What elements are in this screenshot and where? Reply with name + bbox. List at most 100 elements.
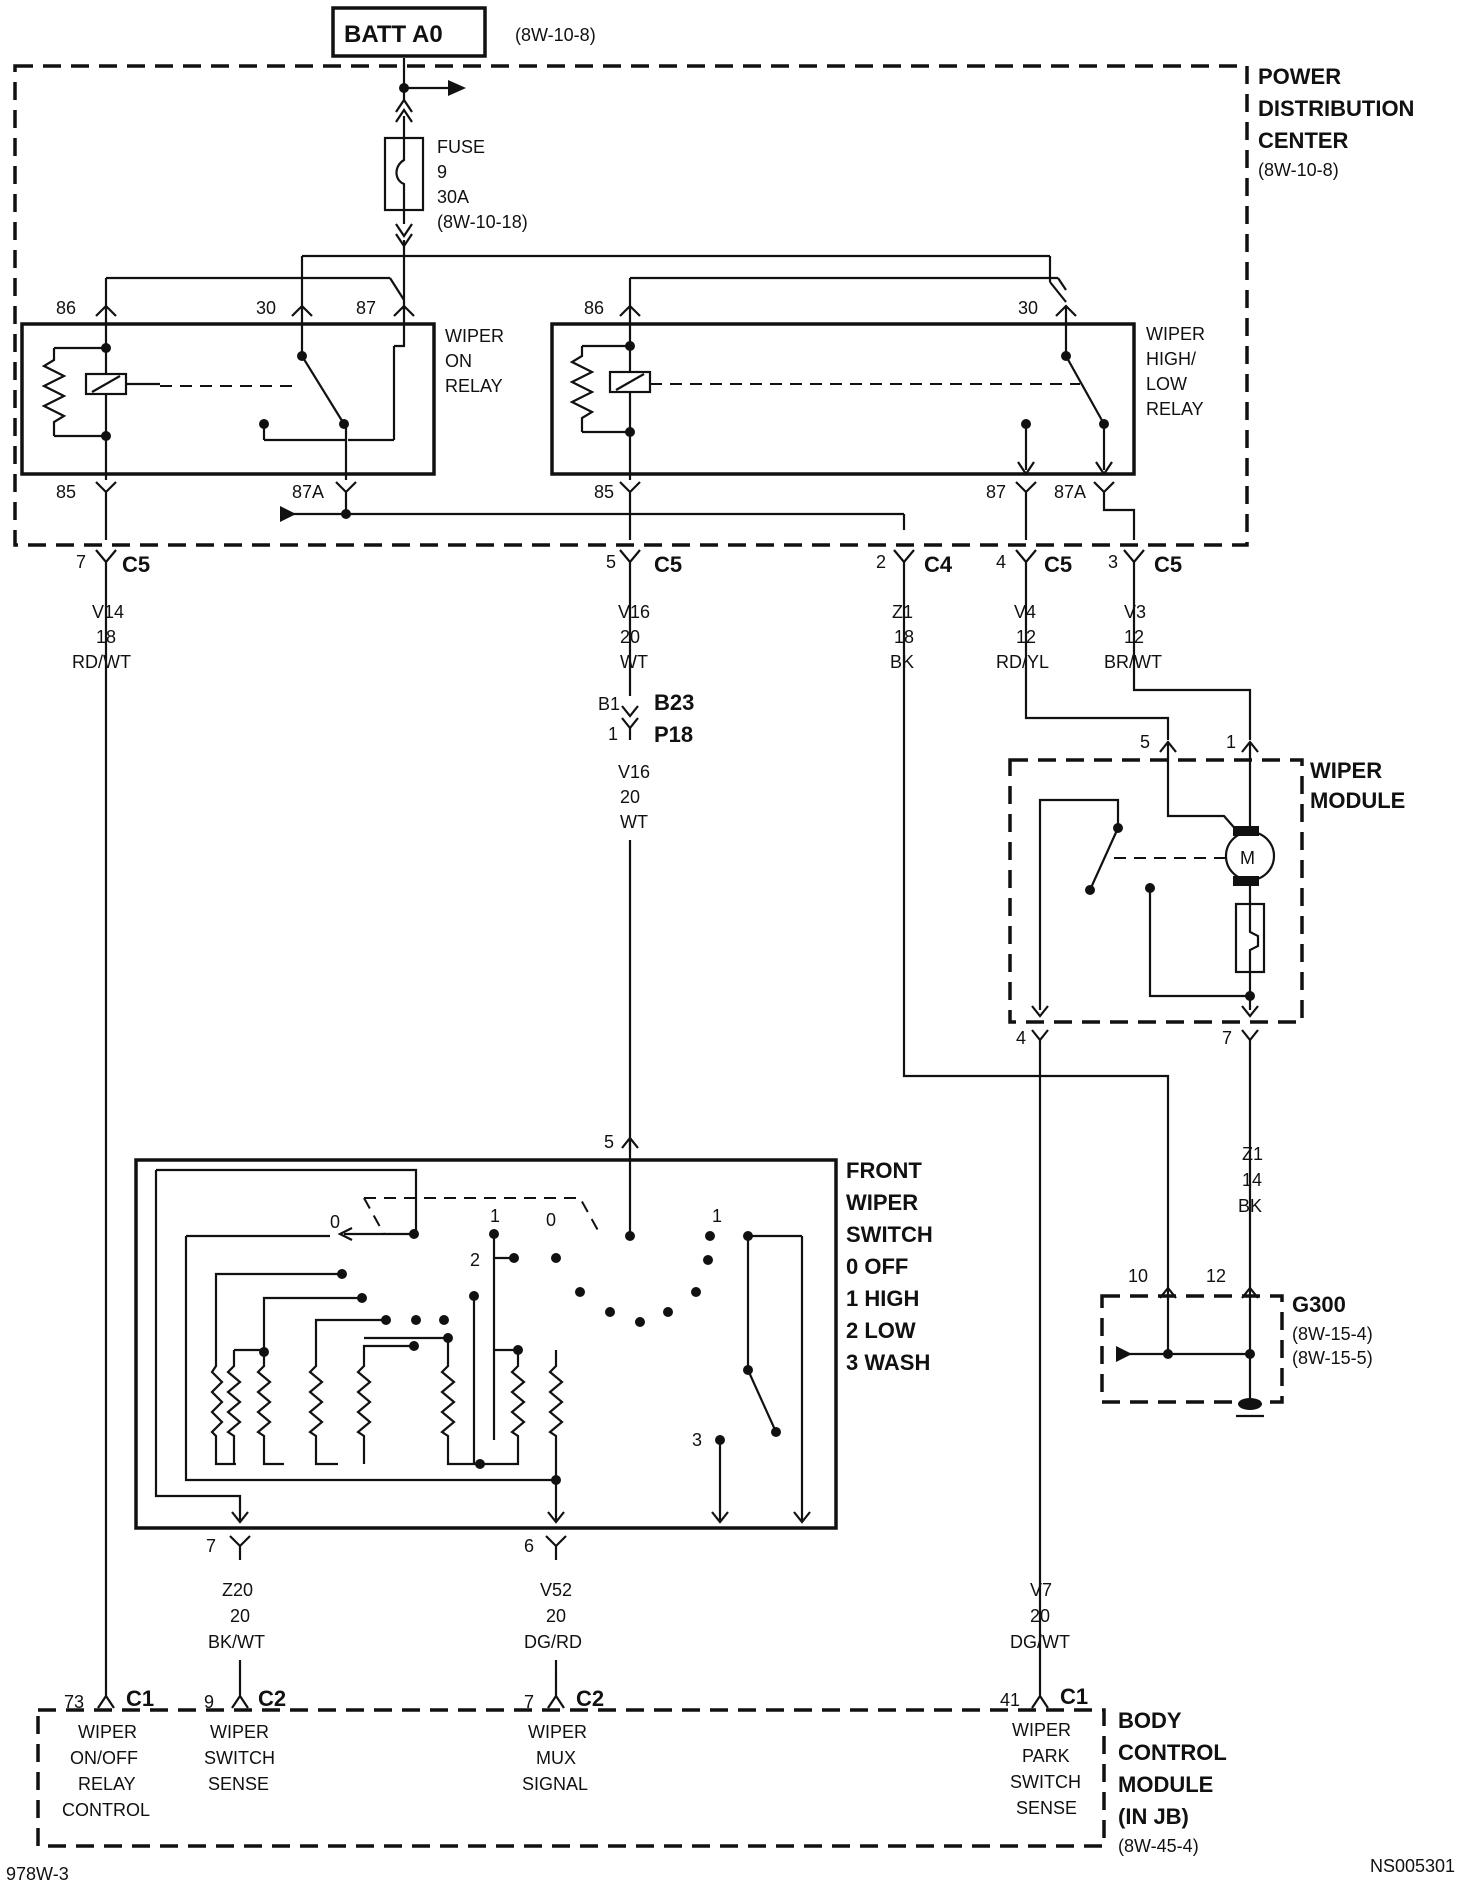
wire-v7-circuit: V7 xyxy=(1030,1580,1052,1600)
relay-on-pin87: 87 xyxy=(356,298,376,318)
switch-pos3: 3 xyxy=(692,1430,702,1450)
bcm-label-3b: MUX xyxy=(536,1748,576,1768)
relay-hl-pin30: 30 xyxy=(1018,298,1038,318)
bcm-title-3: MODULE xyxy=(1118,1772,1213,1797)
fuse-rating: 30A xyxy=(437,187,469,207)
switch-title-3: SWITCH xyxy=(846,1222,933,1247)
relay-hl-pin87a: 87A xyxy=(1054,482,1086,502)
pdc-title-3: CENTER xyxy=(1258,128,1349,153)
bcm-connectors xyxy=(97,1672,1049,1709)
wiper-high-low-relay-internals xyxy=(569,304,1113,480)
switch-pin7: 7 xyxy=(206,1536,216,1556)
bcm-label-1c: RELAY xyxy=(78,1774,136,1794)
relay-hl-pin86: 86 xyxy=(584,298,604,318)
fuse-number: 9 xyxy=(437,162,447,182)
bcm-title-4: (IN JB) xyxy=(1118,1804,1189,1829)
wire-v14-gauge: 18 xyxy=(96,627,116,647)
wiper-high-low-relay-box xyxy=(550,322,1136,476)
fuse-output-bus xyxy=(104,210,1067,310)
footer-right-code: NS005301 xyxy=(1370,1856,1455,1876)
relay-on-pin30: 30 xyxy=(256,298,276,318)
bcm-label-2c: SENSE xyxy=(208,1774,269,1794)
bcm-ref: (8W-45-4) xyxy=(1118,1836,1199,1856)
relay-on-pin86: 86 xyxy=(56,298,76,318)
switch-pos0a: 0 xyxy=(330,1212,340,1232)
wire-v7-gauge: 20 xyxy=(1030,1606,1050,1626)
wire-v16-color: WT xyxy=(620,652,648,672)
conn-top-4-name: C5 xyxy=(1044,552,1072,577)
inline-name-p: P18 xyxy=(654,722,693,747)
ground-wire-gauge: 14 xyxy=(1242,1170,1262,1190)
wiper-module-internals: M xyxy=(1031,740,1276,1042)
top-connectors xyxy=(95,549,1145,696)
batt-a0-box xyxy=(331,6,487,58)
bcm-title-2: CONTROL xyxy=(1118,1740,1227,1765)
conn-top-1-name: C5 xyxy=(122,552,150,577)
bcm-pin-3: 7 xyxy=(524,1692,534,1712)
switch-pos0b: 0 xyxy=(546,1210,556,1230)
g300-internals xyxy=(1116,1286,1264,1418)
inline-pin-b: B1 xyxy=(598,694,620,714)
relay-on-line1: WIPER xyxy=(445,326,504,346)
wire-v4-gauge: 12 xyxy=(1016,627,1036,647)
switch-output-connectors xyxy=(229,1535,567,1560)
wire-z1-gauge: 18 xyxy=(894,627,914,647)
bcm-conn-3: C2 xyxy=(576,1686,604,1711)
pdc-title-1: POWER xyxy=(1258,64,1341,89)
wire-v52-gauge: 20 xyxy=(546,1606,566,1626)
wiper-on-relay-outputs xyxy=(95,481,906,540)
g300-ref2: (8W-15-5) xyxy=(1292,1348,1373,1368)
wiper-module-pin5: 5 xyxy=(1140,732,1150,752)
switch-legend-3: 3 WASH xyxy=(846,1350,930,1375)
bcm-label-3c: SIGNAL xyxy=(522,1774,588,1794)
pdc-title-2: DISTRIBUTION xyxy=(1258,96,1414,121)
wiper-module-pin4: 4 xyxy=(1016,1028,1026,1048)
wire-z1-circuit: Z1 xyxy=(892,602,913,622)
inline-name-b: B23 xyxy=(654,690,694,715)
switch-legend-2: 2 LOW xyxy=(846,1318,916,1343)
fuse-9: FUSE 9 30A (8W-10-18) xyxy=(383,136,528,232)
bcm-label-4d: SENSE xyxy=(1016,1798,1077,1818)
bcm-pin-1: 73 xyxy=(64,1692,84,1712)
wiper-module-pin7: 7 xyxy=(1222,1028,1232,1048)
ground-wire-color: BK xyxy=(1238,1196,1262,1216)
switch-title-2: WIPER xyxy=(846,1190,918,1215)
relay-hl-pin87: 87 xyxy=(986,482,1006,502)
relay-hl-line2: HIGH/ xyxy=(1146,349,1196,369)
batt-a0-label: BATT A0 xyxy=(344,21,443,48)
bcm-label-4c: SWITCH xyxy=(1010,1772,1081,1792)
fuse-label: FUSE xyxy=(437,137,485,157)
conn-top-3-pin: 2 xyxy=(876,552,886,572)
bcm-pin-2: 9 xyxy=(204,1692,214,1712)
relay-hl-line3: LOW xyxy=(1146,374,1187,394)
footer-left-code: 978W-3 xyxy=(6,1864,69,1884)
wiper-module-pin1: 1 xyxy=(1226,732,1236,752)
bcm-label-4b: PARK xyxy=(1022,1746,1070,1766)
ground-wire-circuit: Z1 xyxy=(1242,1144,1263,1164)
inline-color: WT xyxy=(620,812,648,832)
g300-outline xyxy=(1100,1294,1284,1404)
inline-circuit: V16 xyxy=(618,762,650,782)
switch-pos1a: 1 xyxy=(490,1206,500,1226)
g300-pin12: 12 xyxy=(1206,1266,1226,1286)
wiper-on-relay-box xyxy=(20,322,436,476)
conn-top-4-pin: 4 xyxy=(996,552,1006,572)
wire-v52-color: DG/RD xyxy=(524,1632,582,1652)
long-wires xyxy=(104,680,1252,1672)
conn-top-1-pin: 7 xyxy=(76,552,86,572)
fuse-ref: (8W-10-18) xyxy=(437,212,528,232)
wiper-module-outline xyxy=(1008,758,1304,1024)
bcm-label-1d: CONTROL xyxy=(62,1800,150,1820)
wire-v4-circuit: V4 xyxy=(1014,602,1036,622)
inline-gauge: 20 xyxy=(620,787,640,807)
wiper-module-title-1: WIPER xyxy=(1310,758,1382,783)
batt-a0-ref: (8W-10-8) xyxy=(515,25,596,45)
bcm-label-2a: WIPER xyxy=(210,1722,269,1742)
relay-on-pin85: 85 xyxy=(56,482,76,502)
relay-hl-pin85: 85 xyxy=(594,482,614,502)
bottom-wires xyxy=(238,1660,558,1672)
g300-pin10: 10 xyxy=(1128,1266,1148,1286)
wire-v3-circuit: V3 xyxy=(1124,602,1146,622)
inline-connector-b23-p18 xyxy=(621,705,639,740)
